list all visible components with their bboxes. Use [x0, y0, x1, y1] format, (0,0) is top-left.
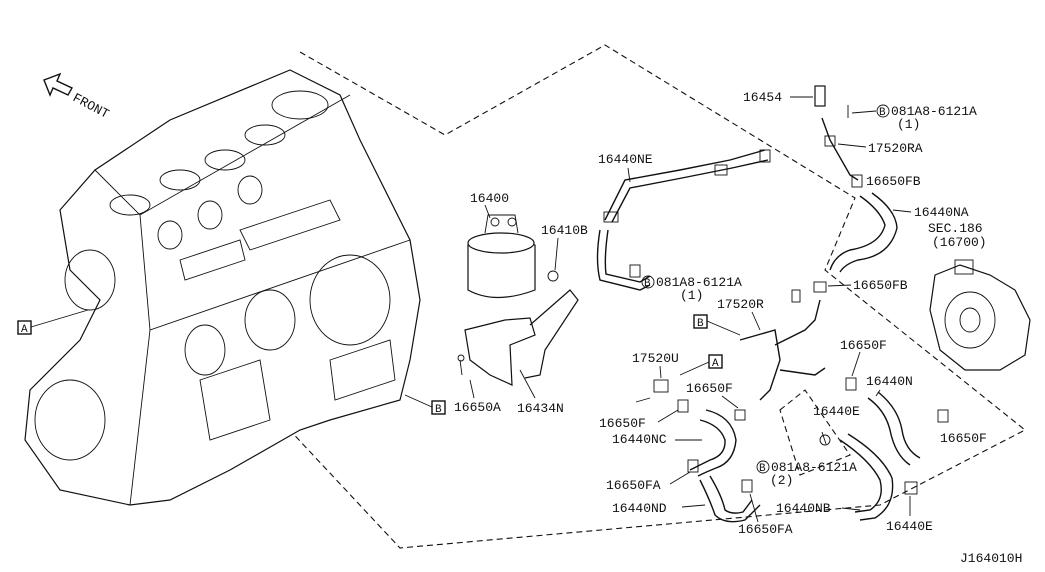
hose-16440nc	[689, 419, 726, 471]
clamp-16650fa-upper	[687, 459, 699, 473]
label-081a8-top: 081A8-6121A	[891, 104, 977, 119]
label-16440nc: 16440NC	[612, 432, 667, 447]
hose-16440nd	[699, 479, 761, 523]
tube-16440ne	[596, 149, 771, 291]
clamp-16650fb-mid	[813, 281, 827, 293]
hose-16440n	[867, 397, 911, 466]
fuel-filter	[467, 214, 536, 299]
bolt-marker-top: B	[879, 107, 886, 119]
label-17520ra: 17520RA	[868, 141, 923, 156]
bolt-marker-mid: B	[644, 278, 651, 290]
label-16650a: 16650A	[454, 400, 501, 415]
label-16440nd: 16440ND	[612, 501, 667, 516]
nut-16410b	[547, 270, 559, 282]
filter-bracket	[464, 289, 579, 386]
label-16650f-far: 16650F	[940, 431, 987, 446]
bolt-16650a	[459, 359, 463, 376]
label-16434n: 16434N	[517, 401, 564, 416]
label-16440ne: 16440NE	[598, 152, 653, 167]
section-ref: SEC.186	[928, 221, 983, 236]
label-16440nb: 16440NB	[776, 501, 831, 516]
fitting-16454	[814, 85, 826, 107]
ref-marker-b-right-label: B	[697, 318, 704, 330]
bolt-marker-low: B	[759, 463, 766, 475]
qty-1a: (1)	[897, 117, 920, 132]
clamp-16650fa-lower	[741, 479, 753, 493]
bolt-16650f-left	[635, 397, 651, 403]
ref-marker-a-right-label: A	[712, 358, 719, 370]
label-16440e-upper: 16440E	[813, 404, 860, 419]
clip-16440e-lower	[904, 481, 918, 495]
label-16650fb-top: 16650FB	[866, 174, 921, 189]
label-081a8-mid: 081A8-6121A	[656, 275, 742, 290]
label-16650f-mid: 16650F	[686, 381, 733, 396]
label-16454: 16454	[743, 90, 782, 105]
label-16400: 16400	[470, 191, 509, 206]
label-16650fb-mid: 16650FB	[853, 278, 908, 293]
label-16440e-lower: 16440E	[886, 519, 933, 534]
bolt-marker-low-icon	[756, 460, 770, 474]
engine-block	[24, 69, 421, 506]
label-16440na: 16440NA	[914, 205, 969, 220]
ref-marker-b-right	[693, 314, 708, 329]
label-081a8-low: 081A8-6121A	[771, 460, 857, 475]
bolt-marker-top-icon	[876, 104, 890, 118]
clamp-16650fb-top	[851, 174, 863, 188]
ref-marker-a-left	[17, 320, 32, 335]
clamp-16650f-right	[845, 377, 857, 391]
bolt-marker-mid-icon	[641, 275, 655, 289]
callout-outline	[284, 44, 1027, 549]
ref-marker-b-left-label: B	[435, 404, 442, 416]
label-16650fa-lower: 16650FA	[738, 522, 793, 537]
label-16410b: 16410B	[541, 223, 588, 238]
label-16650fa-upper: 16650FA	[606, 478, 661, 493]
tube-17520ra	[821, 117, 859, 181]
label-16650f-left: 16650F	[599, 416, 646, 431]
clamp-16650f-left	[677, 399, 689, 413]
label-17520u: 17520U	[632, 351, 679, 366]
fitting-17520u	[653, 379, 669, 393]
tube-17520r	[739, 289, 826, 401]
ref-marker-a-right	[708, 354, 723, 369]
qty-1b: (1)	[680, 288, 703, 303]
diagram-code: J164010H	[960, 551, 1022, 566]
section-part: (16700)	[932, 235, 987, 250]
front-label: FRONT	[70, 90, 112, 122]
ref-marker-a-left-label: A	[21, 324, 28, 336]
front-arrow-icon	[43, 72, 73, 97]
label-16650f-right: 16650F	[840, 338, 887, 353]
fuel-pump	[929, 259, 1031, 371]
callout-outline-lower	[779, 389, 851, 476]
hose-16440nb	[839, 439, 882, 513]
clamp-16650f-mid	[734, 409, 746, 421]
clip-16440e-upper	[821, 431, 827, 445]
qty-2: (2)	[770, 473, 793, 488]
hose-16440na	[829, 195, 886, 271]
label-17520r: 17520R	[717, 297, 764, 312]
ref-marker-b-left	[431, 400, 446, 415]
clamp-16650f-far	[937, 409, 949, 423]
label-16440n: 16440N	[866, 374, 913, 389]
